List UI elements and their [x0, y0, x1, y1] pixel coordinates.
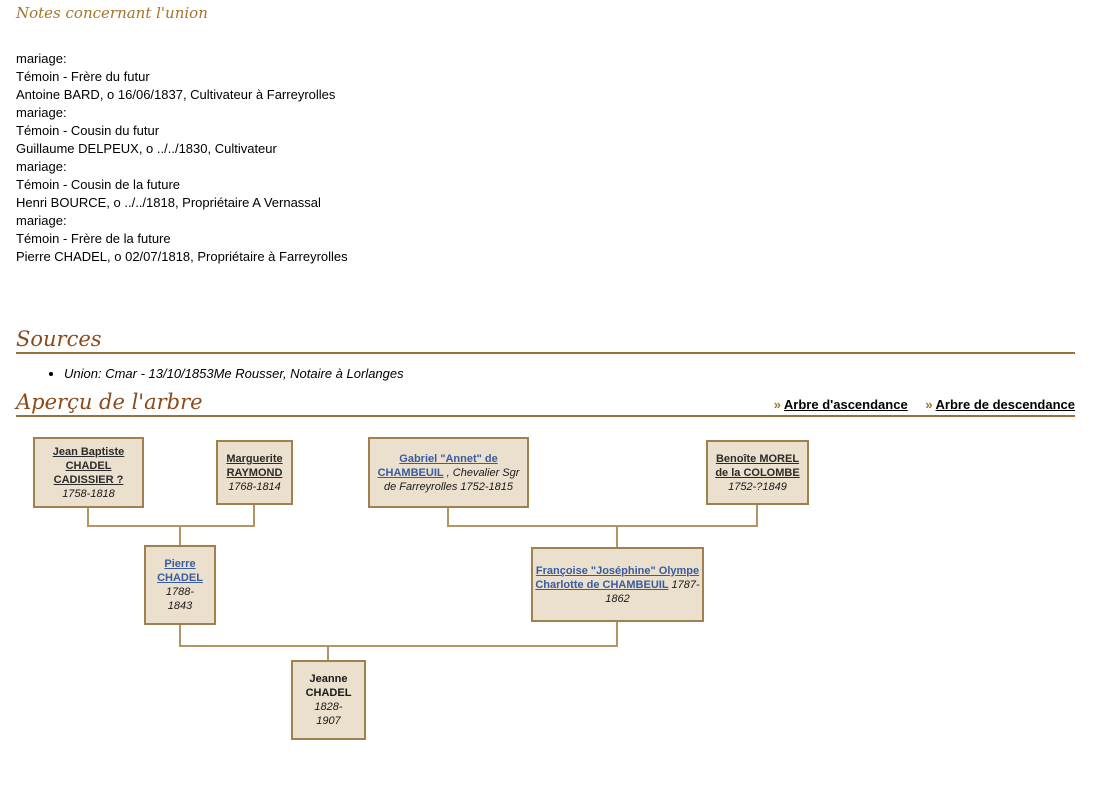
- descendance-link[interactable]: »Arbre de descendance: [925, 397, 1075, 412]
- ascendance-link[interactable]: »Arbre d'ascendance: [774, 397, 908, 412]
- person-link-pierre-chadel[interactable]: Pierre CHADEL: [157, 558, 203, 585]
- tree-connector-line: [447, 525, 758, 528]
- tree-connector-line: [756, 505, 758, 526]
- person-text: Gabriel "Annet" de CHAMBEUIL , Chevalier…: [372, 452, 525, 494]
- sources-heading: Sources: [16, 327, 102, 351]
- double-chevron-icon: »: [773, 397, 781, 413]
- tree-connector-line: [616, 527, 618, 548]
- person-link-marguerite-raymond[interactable]: Marguerite RAYMOND: [226, 452, 283, 479]
- note-line: mariage:: [16, 213, 67, 228]
- person-dates: 1768-1814: [228, 480, 281, 493]
- sources-list: Union: Cmar - 13/10/1853Me Rousser, Nota…: [16, 366, 1075, 381]
- tree-heading: Aperçu de l'arbre: [16, 390, 203, 415]
- person-box-gabriel-annet-de-chambeuil: Gabriel "Annet" de CHAMBEUIL , Chevalier…: [368, 437, 529, 509]
- tree-links: »Arbre d'ascendance »Arbre de descendanc…: [760, 397, 1075, 414]
- person-link-benoite-morel-de-la-colombe[interactable]: Benoîte MOREL de la COLOMBE: [715, 452, 800, 479]
- person-box-benoite-morel-de-la-colombe: Benoîte MOREL de la COLOMBE 1752-?1849: [706, 440, 809, 506]
- tree-section-header: Aperçu de l'arbre »Arbre d'ascendance »A…: [16, 390, 1075, 418]
- person-box-marguerite-raymond: Marguerite RAYMOND 1768-1814: [216, 440, 293, 506]
- family-tree: Jean Baptiste CHADEL CADISSIER ? 1758-18…: [16, 430, 1075, 760]
- person-box-jeanne-chadel: Jeanne CHADEL 1828- 1907: [291, 660, 366, 741]
- note-line: mariage:: [16, 51, 67, 66]
- note-line: Pierre CHADEL, o 02/07/1818, Propriétair…: [16, 249, 348, 264]
- note-line: Témoin - Frère du futur: [16, 69, 150, 84]
- sources-section-header: Sources: [16, 327, 1075, 355]
- note-line: Henri BOURCE, o ../../1818, Propriétaire…: [16, 195, 321, 210]
- source-item: Union: Cmar - 13/10/1853Me Rousser, Nota…: [64, 366, 1075, 381]
- note-line: Témoin - Cousin de la future: [16, 177, 181, 192]
- person-dates: 1787-1862: [605, 578, 700, 605]
- note-line: mariage:: [16, 105, 67, 120]
- tree-connector-line: [179, 645, 618, 648]
- person-link-gabriel-annet-de-chambeuil[interactable]: Gabriel "Annet" de CHAMBEUIL: [377, 452, 498, 479]
- tree-connector-line: [616, 622, 618, 646]
- note-line: Témoin - Frère de la future: [16, 231, 171, 246]
- tree-connector-line: [179, 625, 181, 646]
- tree-connector-line: [253, 505, 255, 526]
- person-dates: 1758-1818: [62, 487, 115, 500]
- notes-block: mariage: Témoin - Frère du futur Antoine…: [16, 50, 1075, 266]
- note-line: Guillaume DELPEUX, o ../../1830, Cultiva…: [16, 141, 277, 156]
- person-box-jean-baptiste-chadel-cadissier: Jean Baptiste CHADEL CADISSIER ? 1758-18…: [33, 437, 144, 509]
- person-text: Françoise "Joséphine" Olympe Charlotte d…: [535, 564, 700, 606]
- note-line: mariage:: [16, 159, 67, 174]
- person-link-francoise-josephine-de-chambeuil[interactable]: Françoise "Joséphine" Olympe Charlotte d…: [535, 564, 700, 591]
- tree-connector-line: [87, 508, 89, 526]
- person-dates: 1828- 1907: [314, 701, 343, 728]
- person-dates: 1788- 1843: [165, 586, 195, 613]
- tree-connector-line: [179, 527, 181, 546]
- person-link-jean-baptiste-chadel-cadissier[interactable]: Jean Baptiste CHADEL CADISSIER ?: [52, 445, 125, 486]
- person-box-francoise-josephine-de-chambeuil: Françoise "Joséphine" Olympe Charlotte d…: [531, 547, 704, 623]
- tree-connector-line: [447, 508, 449, 526]
- double-chevron-icon: »: [925, 397, 933, 413]
- person-name-jeanne-chadel: Jeanne CHADEL: [305, 673, 352, 700]
- person-dates: 1752-?1849: [728, 480, 787, 493]
- note-line: Antoine BARD, o 16/06/1837, Cultivateur …: [16, 87, 336, 102]
- ascendance-link-label: Arbre d'ascendance: [783, 397, 908, 413]
- person-title-and-dates: , Chevalier Sgr de Farreyrolles 1752-181…: [383, 466, 520, 493]
- notes-heading: Notes concernant l'union: [16, 4, 208, 22]
- tree-connector-line: [87, 525, 255, 528]
- tree-connector-line: [327, 647, 329, 661]
- note-line: Témoin - Cousin du futur: [16, 123, 160, 138]
- person-box-pierre-chadel: Pierre CHADEL 1788- 1843: [144, 545, 216, 626]
- descendance-link-label: Arbre de descendance: [935, 397, 1075, 413]
- content: Notes concernant l'union mariage: Témoin…: [16, 4, 1075, 760]
